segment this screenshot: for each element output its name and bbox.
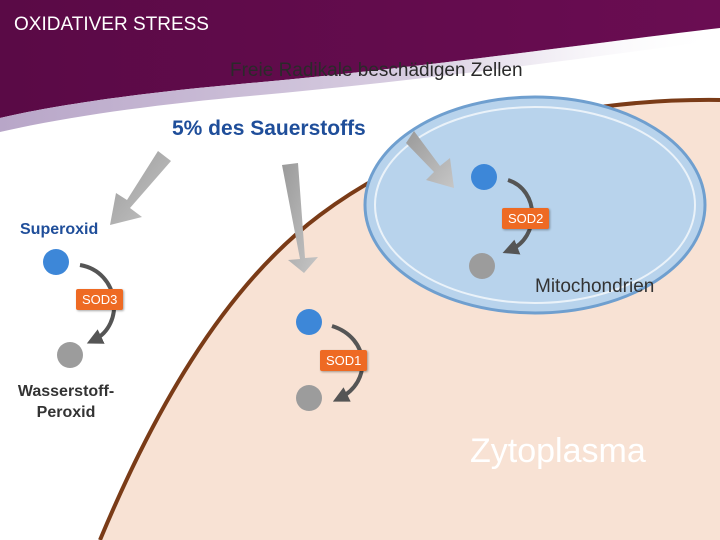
header-band [0,0,720,118]
arrow-to-superoxid [110,151,171,225]
oxygen-label: 5% des Sauerstoffs [172,117,366,140]
peroxide-dot [296,385,322,411]
mitochondrion [363,95,707,315]
superoxide-dot [43,249,69,275]
enzyme-sod3: SOD3 [76,289,124,310]
enzyme-sod2: SOD2 [502,208,550,229]
header-swoosh [0,28,720,132]
enzyme-sod1: SOD1 [320,350,368,371]
reaction-sod2 [469,164,535,279]
wasserstoff-peroxid-label: Wasserstoff-Peroxid [17,383,115,421]
diagram-subtitle: Freie Radikale beschädigen Zellen [230,60,523,81]
superoxid-label: Superoxid [20,221,99,238]
arrow-to-cytoplasm [282,163,318,273]
arrow-to-mitochondria [406,131,454,188]
superoxide-dot [471,164,497,190]
mitochondrien-label: Mitochondrien [535,276,655,297]
zytoplasma-label: Zytoplasma [470,432,646,470]
peroxide-dot [57,342,83,368]
peroxide-dot [469,253,495,279]
superoxide-dot [296,309,322,335]
header-title: OXIDATIVER STRESS [14,14,209,35]
